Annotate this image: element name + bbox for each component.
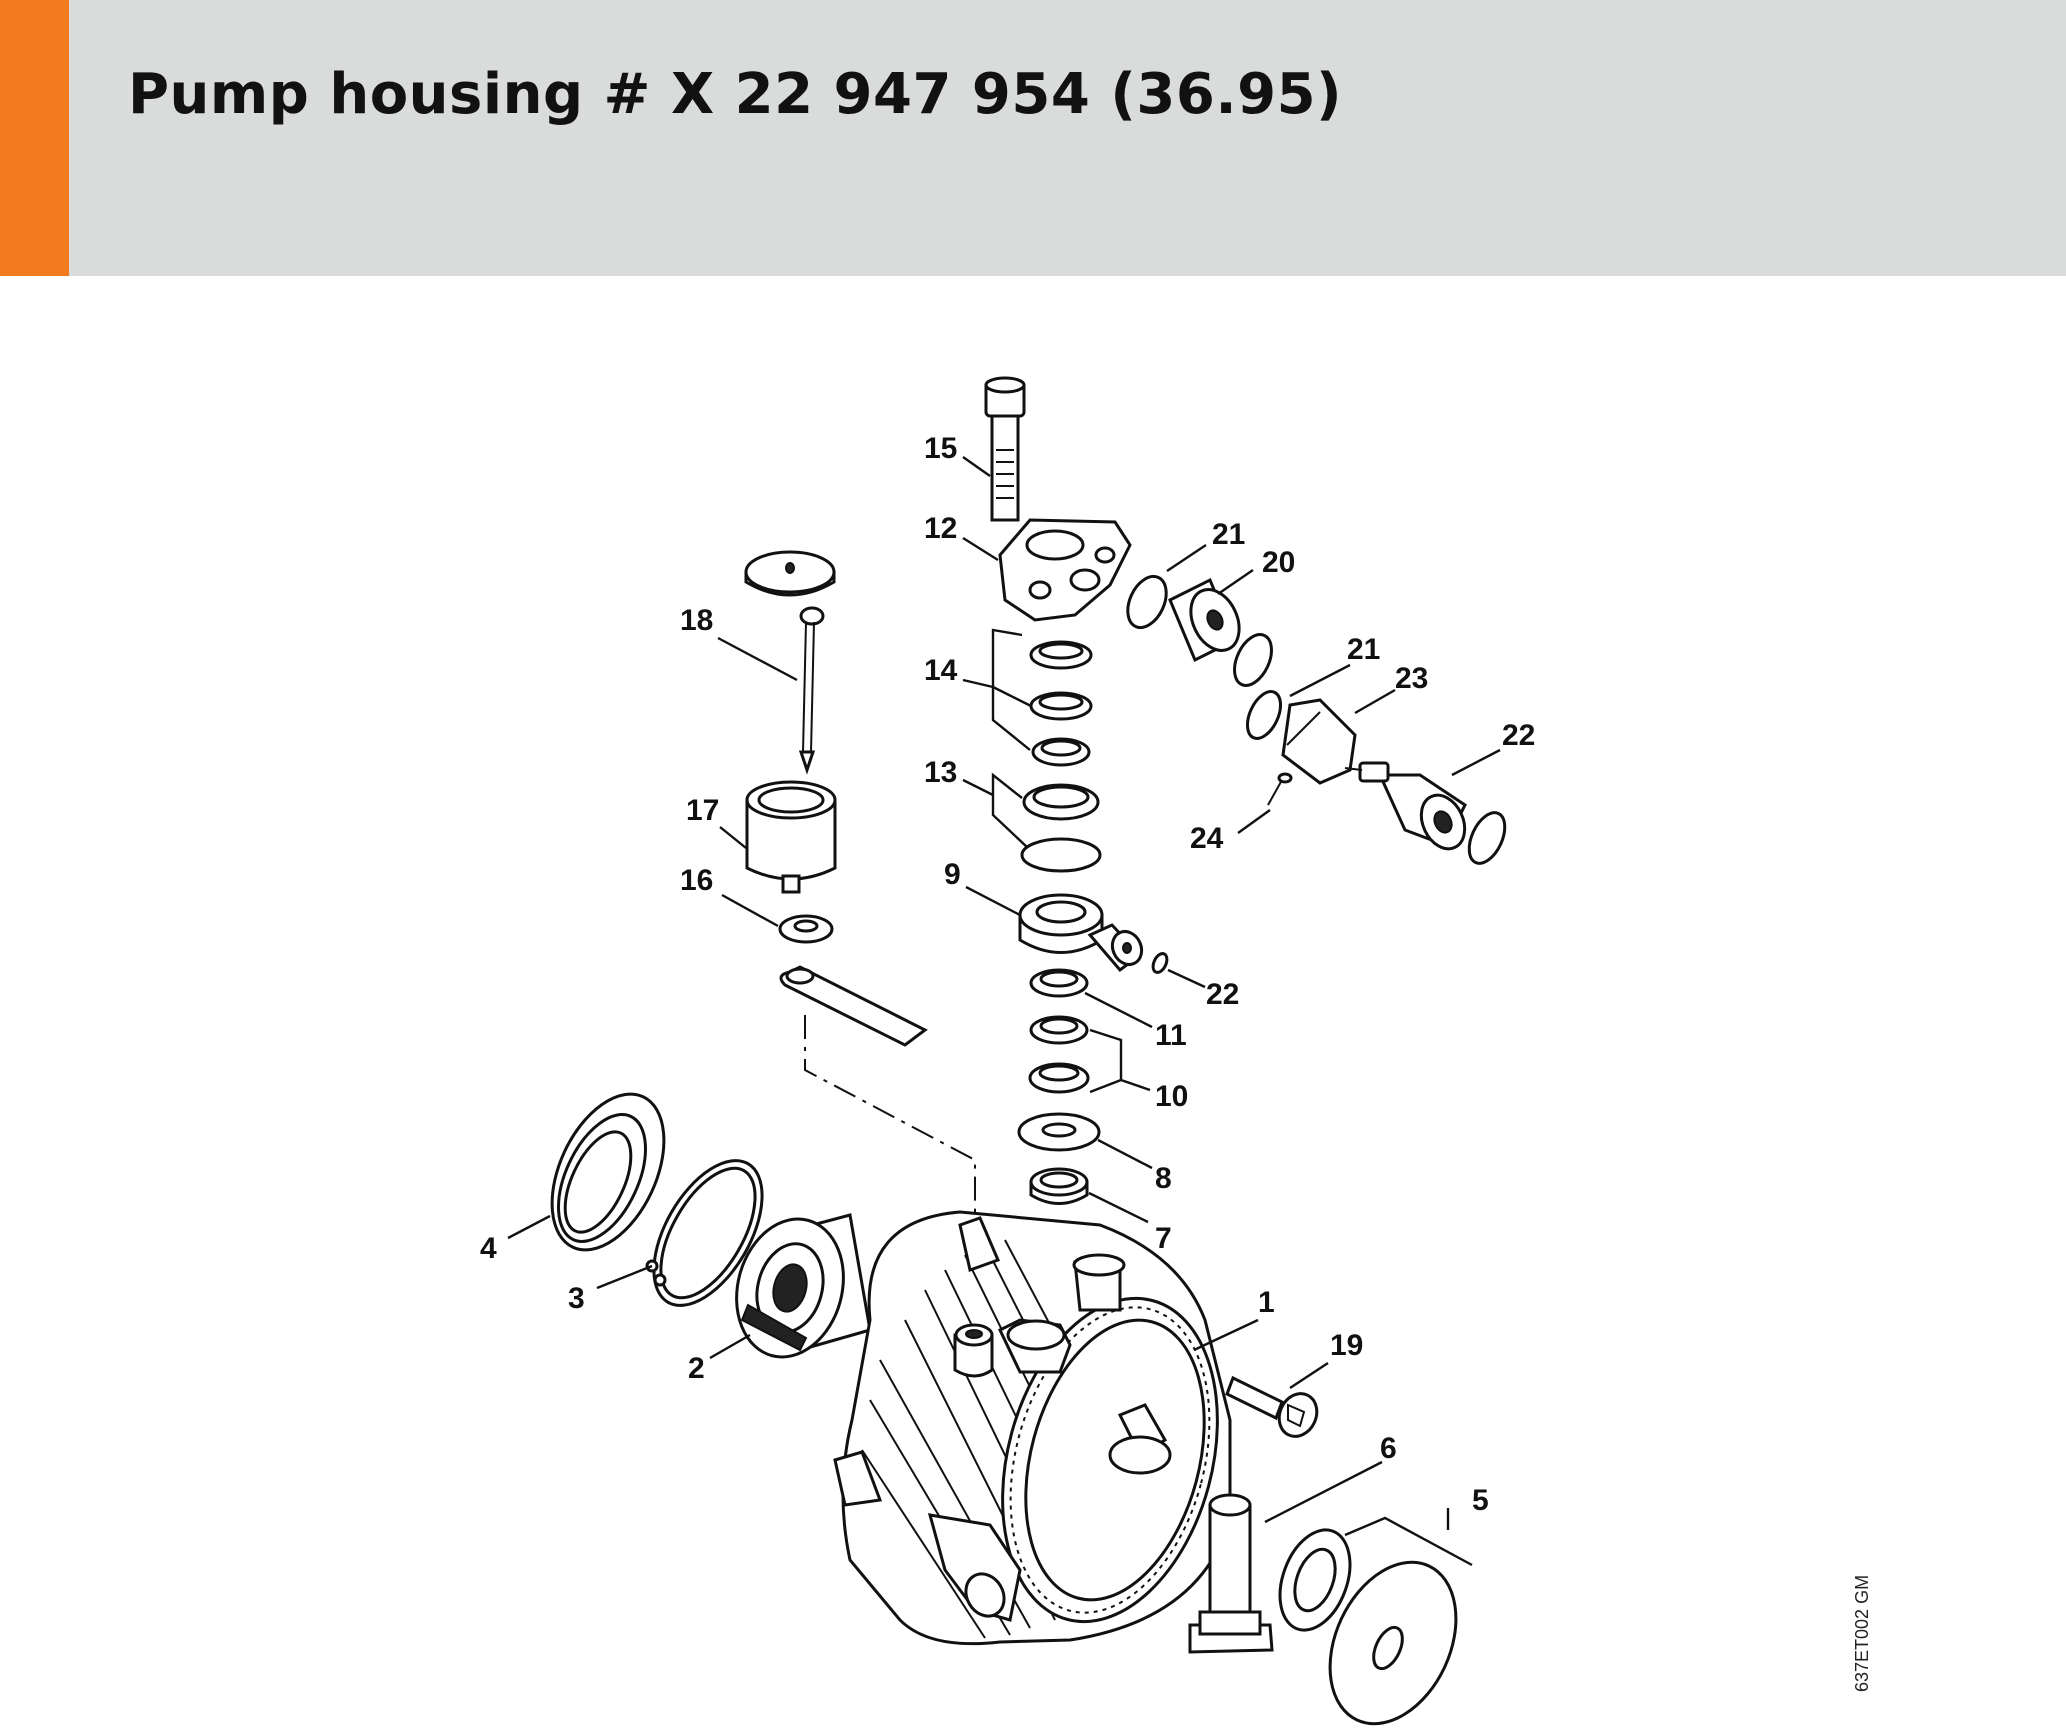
part-5-washers[interactable] [1267,1520,1480,1732]
part-17-oil-reservoir[interactable] [745,780,837,894]
callout-18: 18 [680,604,713,637]
part-15-cap-screw[interactable] [984,376,1026,522]
callout-10: 10 [1155,1080,1188,1113]
part-12-valve-head[interactable] [998,518,1132,622]
callout-21-mid: 21 [1347,633,1380,666]
gasket-strip[interactable] [779,965,928,1047]
part-16-washer[interactable] [778,914,834,944]
part-8-washer[interactable] [1017,1112,1101,1152]
callout-23: 22 [1502,719,1535,752]
part-20-valve[interactable] [1168,577,1248,663]
part-22-small-o-ring[interactable] [1150,951,1169,974]
part-18-dipstick[interactable] [744,550,836,775]
part-23-o-ring[interactable] [1462,807,1512,869]
part-10-rings[interactable] [1028,1015,1090,1094]
callout-21-top: 21 [1212,518,1245,551]
callout-24: 23 [1395,662,1428,695]
callout-19: 19 [1330,1329,1363,1362]
callout-11: 11 [1155,1019,1187,1052]
callout-25: 24 [1190,822,1224,855]
header-bar [0,0,2066,276]
part-14-packing-rings[interactable] [1029,640,1093,767]
callout-3: 3 [568,1282,585,1315]
callout-4: 4 [480,1232,497,1265]
callout-14: 14 [924,654,958,687]
part-21-o-ring-upper[interactable] [1120,570,1174,633]
part-23-pressure-valve[interactable] [1344,761,1473,856]
callout-12: 12 [924,512,957,545]
callout-20: 20 [1262,546,1295,579]
part-24-nozzle[interactable] [1281,698,1357,785]
drawing-code: 637ET002 GM [1852,1575,1872,1692]
part-9-connector[interactable] [1018,893,1147,973]
part-21-o-ring-mid[interactable] [1227,629,1279,691]
part-4-shaft-seal[interactable] [529,1076,686,1267]
callout-15: 15 [924,432,957,465]
callout-1: 1 [1258,1286,1275,1319]
callout-13: 13 [924,756,957,789]
callout-2: 2 [688,1352,705,1385]
callout-labels: 15 12 21 20 21 23 22 24 18 14 13 17 16 9… [480,432,1535,1517]
part-25-small-screw[interactable] [1267,772,1293,806]
callout-7: 7 [1155,1222,1172,1255]
callout-8: 8 [1155,1162,1172,1195]
part-21-o-ring-lower[interactable] [1241,686,1288,743]
part-3-circlip[interactable] [632,1143,785,1324]
callout-6: 6 [1380,1432,1397,1465]
callout-9: 9 [944,858,961,891]
callout-16: 16 [680,864,713,897]
part-11-ring[interactable] [1029,968,1089,998]
callout-5: 5 [1472,1484,1489,1517]
leader-lines [507,456,1501,1567]
part-2-ball-bearing[interactable] [722,1207,872,1369]
part-7-sleeve[interactable] [1029,1167,1089,1205]
header-accent-stripe [0,0,69,276]
page-title: Pump housing # X 22 947 954 (36.95) [128,62,1343,127]
part-6-pin[interactable] [1188,1493,1274,1654]
part-13-rings[interactable] [1020,783,1102,873]
callout-22: 22 [1206,978,1239,1011]
part-1-pump-housing[interactable] [833,1210,1251,1646]
part-19-cap-screw[interactable] [1225,1375,1324,1443]
callout-17: 17 [686,794,719,827]
